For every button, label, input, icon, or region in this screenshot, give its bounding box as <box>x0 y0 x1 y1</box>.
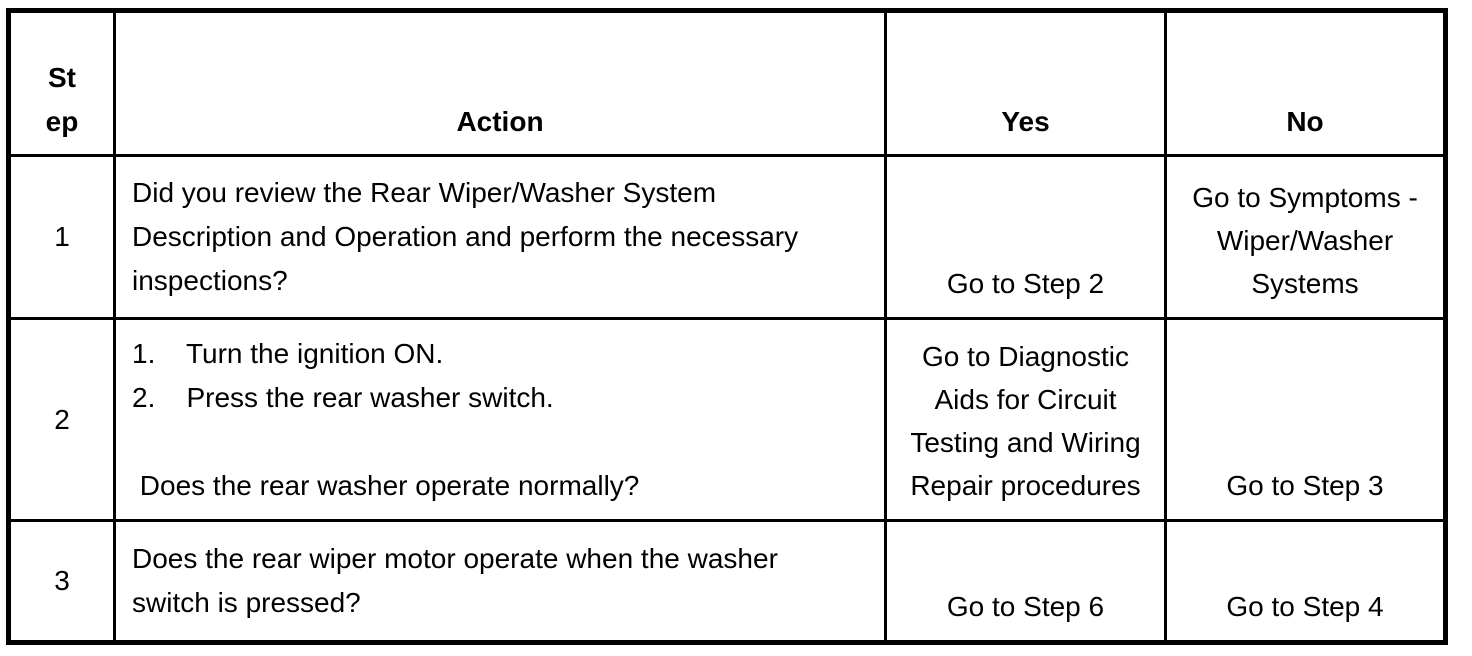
yes-cell: Go to Step 6 <box>884 519 1167 644</box>
table-header-row: St ep Action Yes No <box>7 9 1447 157</box>
action-cell: 1. Turn the ignition ON. 2. Press the re… <box>113 317 887 522</box>
no-cell: Go to Step 4 <box>1164 519 1447 644</box>
no-cell: Go to Step 3 <box>1164 317 1447 522</box>
step-number-cell: 2 <box>7 317 116 522</box>
step-number-cell: 3 <box>7 519 116 644</box>
yes-cell: Go to Diagnostic Aids for Circuit Testin… <box>884 317 1167 522</box>
yes-cell: Go to Step 2 <box>884 154 1167 320</box>
table-row: 2 1. Turn the ignition ON. 2. Press the … <box>7 317 1447 522</box>
col-header-yes: Yes <box>884 9 1167 157</box>
step-number-cell: 1 <box>7 154 116 320</box>
col-header-action: Action <box>113 9 887 157</box>
table-row: 1 Did you review the Rear Wiper/Washer S… <box>7 154 1447 320</box>
col-header-step: St ep <box>7 9 116 157</box>
table-row: 3 Does the rear wiper motor operate when… <box>7 519 1447 644</box>
no-cell: Go to Symptoms - Wiper/Washer Systems <box>1164 154 1447 320</box>
diagnostic-steps-table: St ep Action Yes No 1 Did you review the… <box>6 8 1448 645</box>
action-cell: Did you review the Rear Wiper/Washer Sys… <box>113 154 887 320</box>
action-cell: Does the rear wiper motor operate when t… <box>113 519 887 644</box>
col-header-no: No <box>1164 9 1447 157</box>
